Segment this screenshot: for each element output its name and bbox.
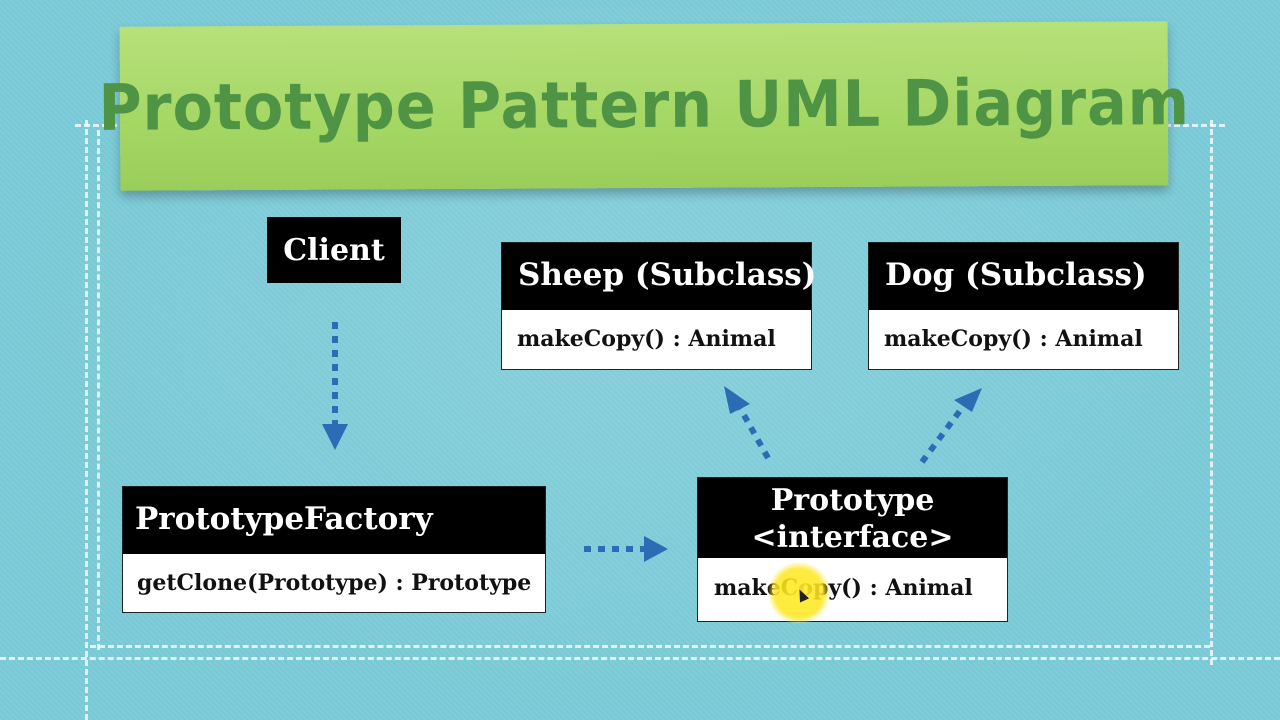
frame-bottom-line-2	[90, 645, 1210, 648]
prototype-interface-title: Prototype <interface>	[698, 478, 1007, 558]
frame-left-line	[85, 120, 88, 720]
dog-class-title: Dog (Subclass)	[869, 243, 1178, 310]
cursor-highlight	[768, 562, 830, 624]
prototype-factory-box: PrototypeFactory getClone(Prototype) : P…	[122, 486, 546, 613]
frame-left-line-2	[97, 130, 100, 650]
arrow-factory-to-prototype	[584, 536, 668, 562]
frame-bottom-line	[0, 657, 1280, 660]
arrow-client-to-factory	[322, 322, 348, 450]
prototype-factory-title: PrototypeFactory	[123, 487, 545, 554]
arrow-prototype-to-sheep	[724, 386, 771, 460]
dog-class-method: makeCopy() : Animal	[884, 326, 1143, 352]
prototype-title-line1: Prototype	[770, 483, 935, 518]
prototype-factory-method: getClone(Prototype) : Prototype	[137, 570, 532, 596]
prototype-interface-method: makeCopy() : Animal	[714, 575, 973, 601]
arrow-prototype-to-dog	[919, 388, 982, 464]
sheep-class-method: makeCopy() : Animal	[517, 326, 776, 352]
sheep-class-title: Sheep (Subclass)	[502, 243, 816, 310]
frame-right-line	[1210, 120, 1213, 665]
client-box: Client	[267, 217, 401, 283]
sheep-class-box: Sheep (Subclass) makeCopy() : Animal	[501, 242, 816, 370]
client-label: Client	[283, 232, 385, 268]
prototype-title-line2: <interface>	[751, 520, 954, 555]
dog-class-box: Dog (Subclass) makeCopy() : Animal	[868, 242, 1179, 370]
prototype-interface-box: Prototype <interface> makeCopy() : Anima…	[697, 477, 1008, 622]
